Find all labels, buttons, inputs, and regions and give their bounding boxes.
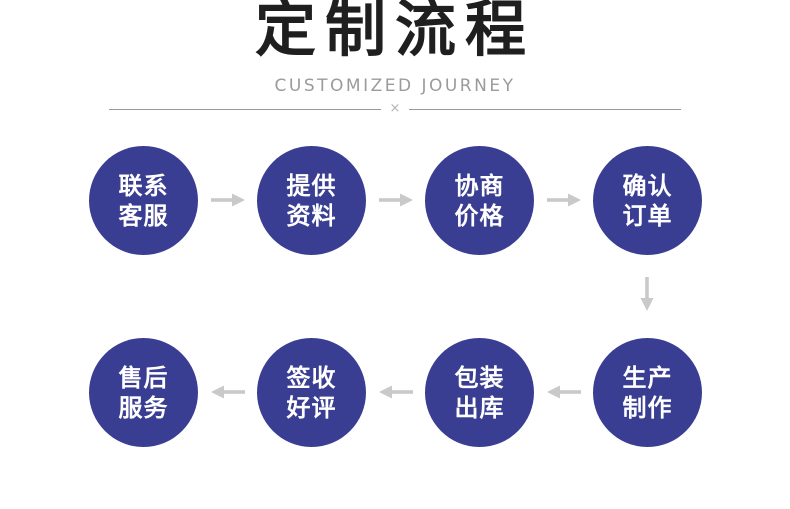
step-label-line2: 制作 — [622, 393, 673, 422]
step-negotiate-price: 协商 价格 — [425, 146, 534, 255]
step-label-line2: 资料 — [286, 201, 337, 230]
step-label-line1: 售后 — [118, 363, 169, 392]
step-label-line1: 签收 — [286, 363, 337, 392]
step-sign-review: 签收 好评 — [257, 338, 366, 447]
step-label-line1: 确认 — [622, 171, 673, 200]
arrow-left-icon — [547, 384, 581, 400]
step-contact-service: 联系 客服 — [89, 146, 198, 255]
arrow-right-icon — [379, 192, 413, 208]
step-label-line1: 包装 — [454, 363, 505, 392]
arrow-right-icon — [211, 192, 245, 208]
arrow-down-icon — [639, 277, 655, 311]
x-divider-icon: × — [389, 101, 401, 116]
step-label-line1: 提供 — [286, 171, 337, 200]
divider-line-left — [109, 108, 381, 110]
arrow-left-icon — [379, 384, 413, 400]
step-after-sales-service: 售后 服务 — [89, 338, 198, 447]
step-packaging-shipment: 包装 出库 — [425, 338, 534, 447]
step-confirm-order: 确认 订单 — [593, 146, 702, 255]
arrow-right-icon — [547, 192, 581, 208]
step-provide-materials: 提供 资料 — [257, 146, 366, 255]
step-label-line2: 出库 — [454, 393, 505, 422]
page-title: 定制流程 — [254, 0, 535, 65]
title-divider: × — [109, 101, 681, 117]
step-label-line1: 联系 — [118, 171, 169, 200]
step-production: 生产 制作 — [593, 338, 702, 447]
arrow-left-icon — [211, 384, 245, 400]
page-subtitle: CUSTOMIZED JOURNEY — [274, 76, 516, 96]
step-label-line2: 价格 — [454, 201, 505, 230]
divider-line-right — [409, 108, 681, 110]
step-label-line2: 订单 — [622, 201, 673, 230]
step-label-line1: 生产 — [622, 363, 673, 392]
step-label-line2: 好评 — [286, 393, 337, 422]
step-label-line2: 服务 — [118, 393, 169, 422]
step-label-line1: 协商 — [454, 171, 505, 200]
step-label-line2: 客服 — [118, 201, 169, 230]
